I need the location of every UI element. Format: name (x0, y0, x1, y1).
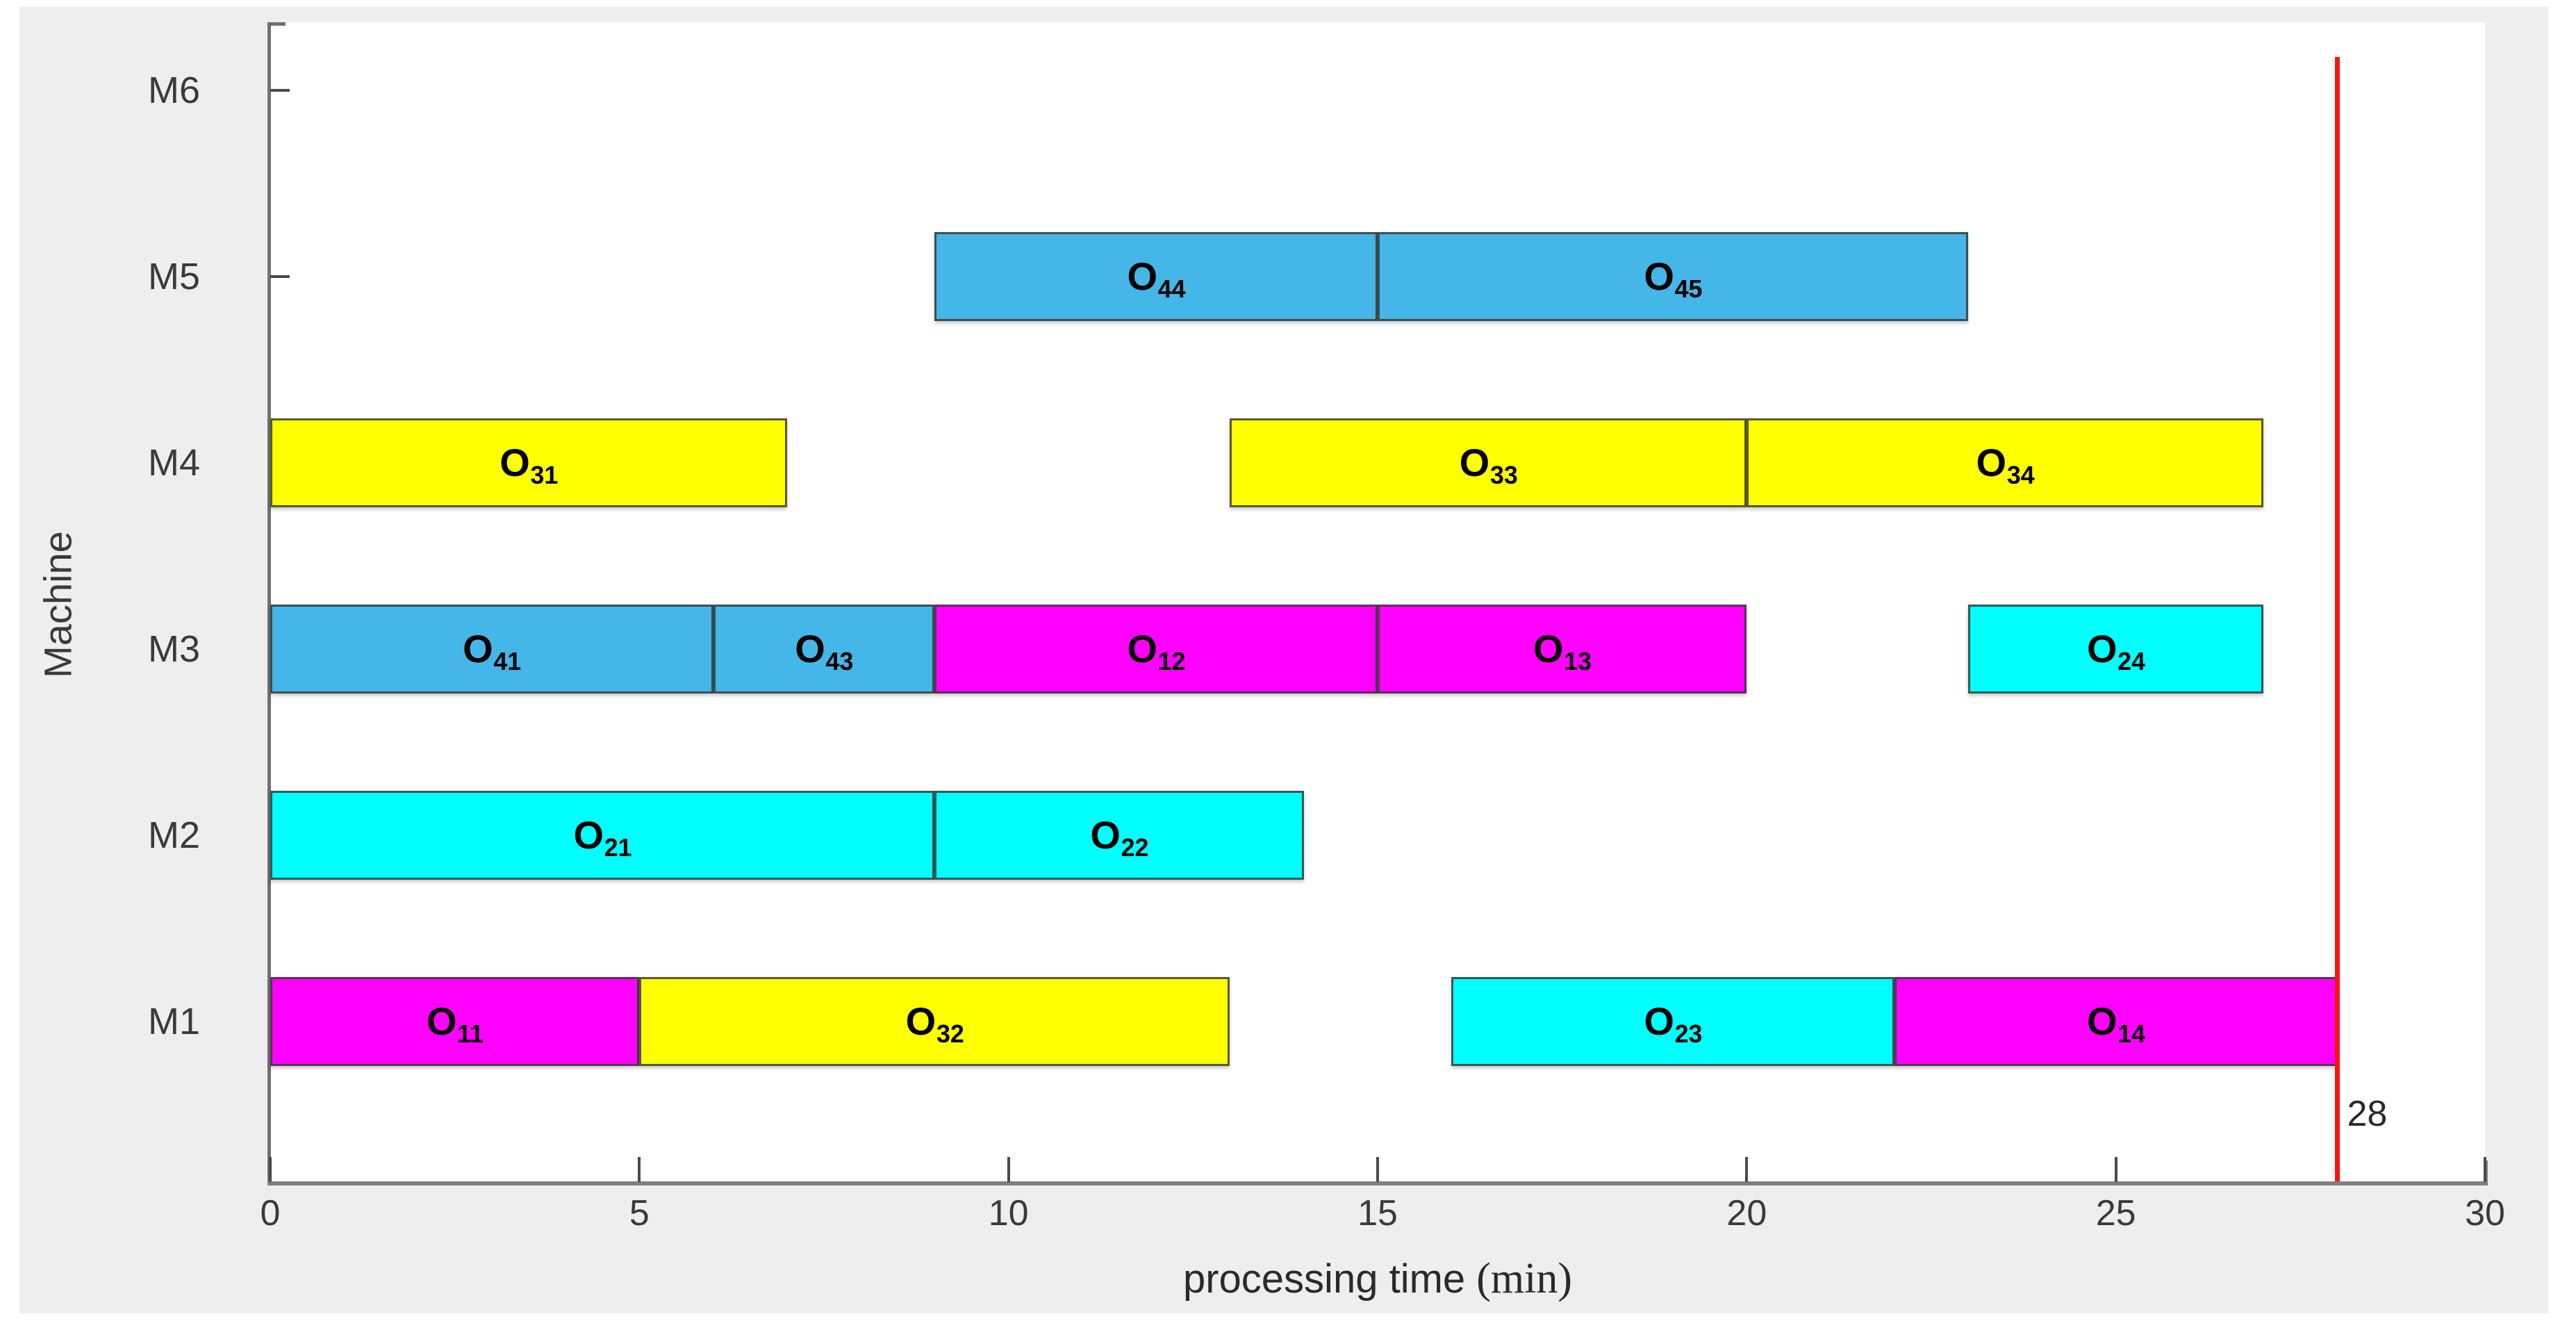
x-tick-label-0: 0 (260, 1193, 281, 1233)
x-tick-5 (638, 1157, 641, 1182)
y-axis-top-cap (267, 22, 286, 26)
gantt-bar-O13[interactable]: O13 (1378, 605, 1747, 694)
gantt-bar-O24[interactable]: O24 (1968, 605, 2264, 694)
gantt-bar-label: O32 (905, 999, 964, 1048)
x-axis-title-main: processing time (1182, 1256, 1477, 1302)
y-tick-label-M2: M2 (147, 814, 200, 856)
x-tick-30 (2484, 1157, 2486, 1182)
y-tick-label-M3: M3 (147, 628, 200, 670)
y-tick-M5 (270, 275, 290, 278)
gantt-bar-O41[interactable]: O41 (270, 605, 713, 694)
x-tick-label-15: 15 (1357, 1193, 1398, 1233)
x-axis-title-unit: (min) (1476, 1255, 1573, 1302)
x-tick-20 (1745, 1157, 1749, 1182)
gantt-bar-label: O33 (1459, 441, 1518, 489)
gantt-bar-label: O14 (2086, 999, 2146, 1048)
gantt-bar-O45[interactable]: O45 (1378, 232, 1969, 321)
makespan-line (2335, 57, 2340, 1181)
gantt-bar-label: O34 (1976, 441, 2035, 489)
gantt-bar-O33[interactable]: O33 (1230, 418, 1747, 507)
gantt-bar-label: O11 (426, 999, 484, 1048)
y-axis-title: Machine (35, 531, 80, 678)
gantt-bar-label: O12 (1127, 627, 1186, 675)
x-tick-25 (2114, 1157, 2117, 1182)
gantt-bar-label: O45 (1644, 254, 1703, 303)
gantt-bar-label: O22 (1090, 813, 1149, 862)
makespan-label: 28 (2347, 1094, 2388, 1134)
x-tick-label-5: 5 (629, 1193, 650, 1233)
x-axis-title: processing time (min) (1183, 1254, 1572, 1304)
y-tick-label-M5: M5 (147, 256, 200, 297)
x-tick-10 (1007, 1157, 1010, 1182)
x-tick-label-20: 20 (1726, 1193, 1767, 1233)
y-tick-label-M1: M1 (147, 1001, 200, 1042)
y-axis-line (267, 22, 271, 1186)
x-tick-label-10: 10 (988, 1193, 1029, 1233)
gantt-bar-O32[interactable]: O32 (639, 977, 1230, 1066)
gantt-bar-O11[interactable]: O11 (270, 977, 640, 1066)
gantt-bar-label: O41 (463, 627, 522, 675)
x-tick-label-25: 25 (2095, 1193, 2136, 1233)
x-axis-line (267, 1181, 2488, 1186)
gantt-bar-label: O13 (1533, 627, 1592, 675)
gantt-bar-O21[interactable]: O21 (270, 791, 935, 880)
y-tick-label-M4: M4 (147, 442, 200, 484)
gantt-bar-O43[interactable]: O43 (713, 605, 935, 694)
y-tick-label-M6: M6 (147, 69, 200, 111)
gantt-bar-label: O43 (795, 627, 854, 675)
x-tick-0 (269, 1157, 272, 1182)
gantt-bar-O44[interactable]: O44 (934, 232, 1378, 321)
x-tick-15 (1376, 1157, 1379, 1182)
gantt-bar-label: O23 (1644, 999, 1703, 1048)
gantt-bar-label: O21 (573, 813, 632, 862)
gantt-bar-O14[interactable]: O14 (1894, 977, 2338, 1066)
gantt-bar-label: O31 (499, 441, 559, 489)
gantt-bar-O31[interactable]: O31 (270, 418, 787, 507)
gantt-bar-label: O44 (1127, 254, 1186, 303)
gantt-bar-O12[interactable]: O12 (934, 605, 1378, 694)
gantt-bar-O23[interactable]: O23 (1451, 977, 1894, 1066)
y-tick-M6 (270, 89, 290, 92)
figure-canvas: 0 5 10 15 20 25 30 M1 M2 M3 M4 M5 M6 O11 O32 O23 O14 O2… (19, 7, 2548, 1313)
x-tick-label-30: 30 (2465, 1193, 2505, 1233)
gantt-bar-label: O24 (2086, 627, 2146, 675)
gantt-bar-O34[interactable]: O34 (1747, 418, 2264, 507)
gantt-bar-O22[interactable]: O22 (934, 791, 1304, 880)
